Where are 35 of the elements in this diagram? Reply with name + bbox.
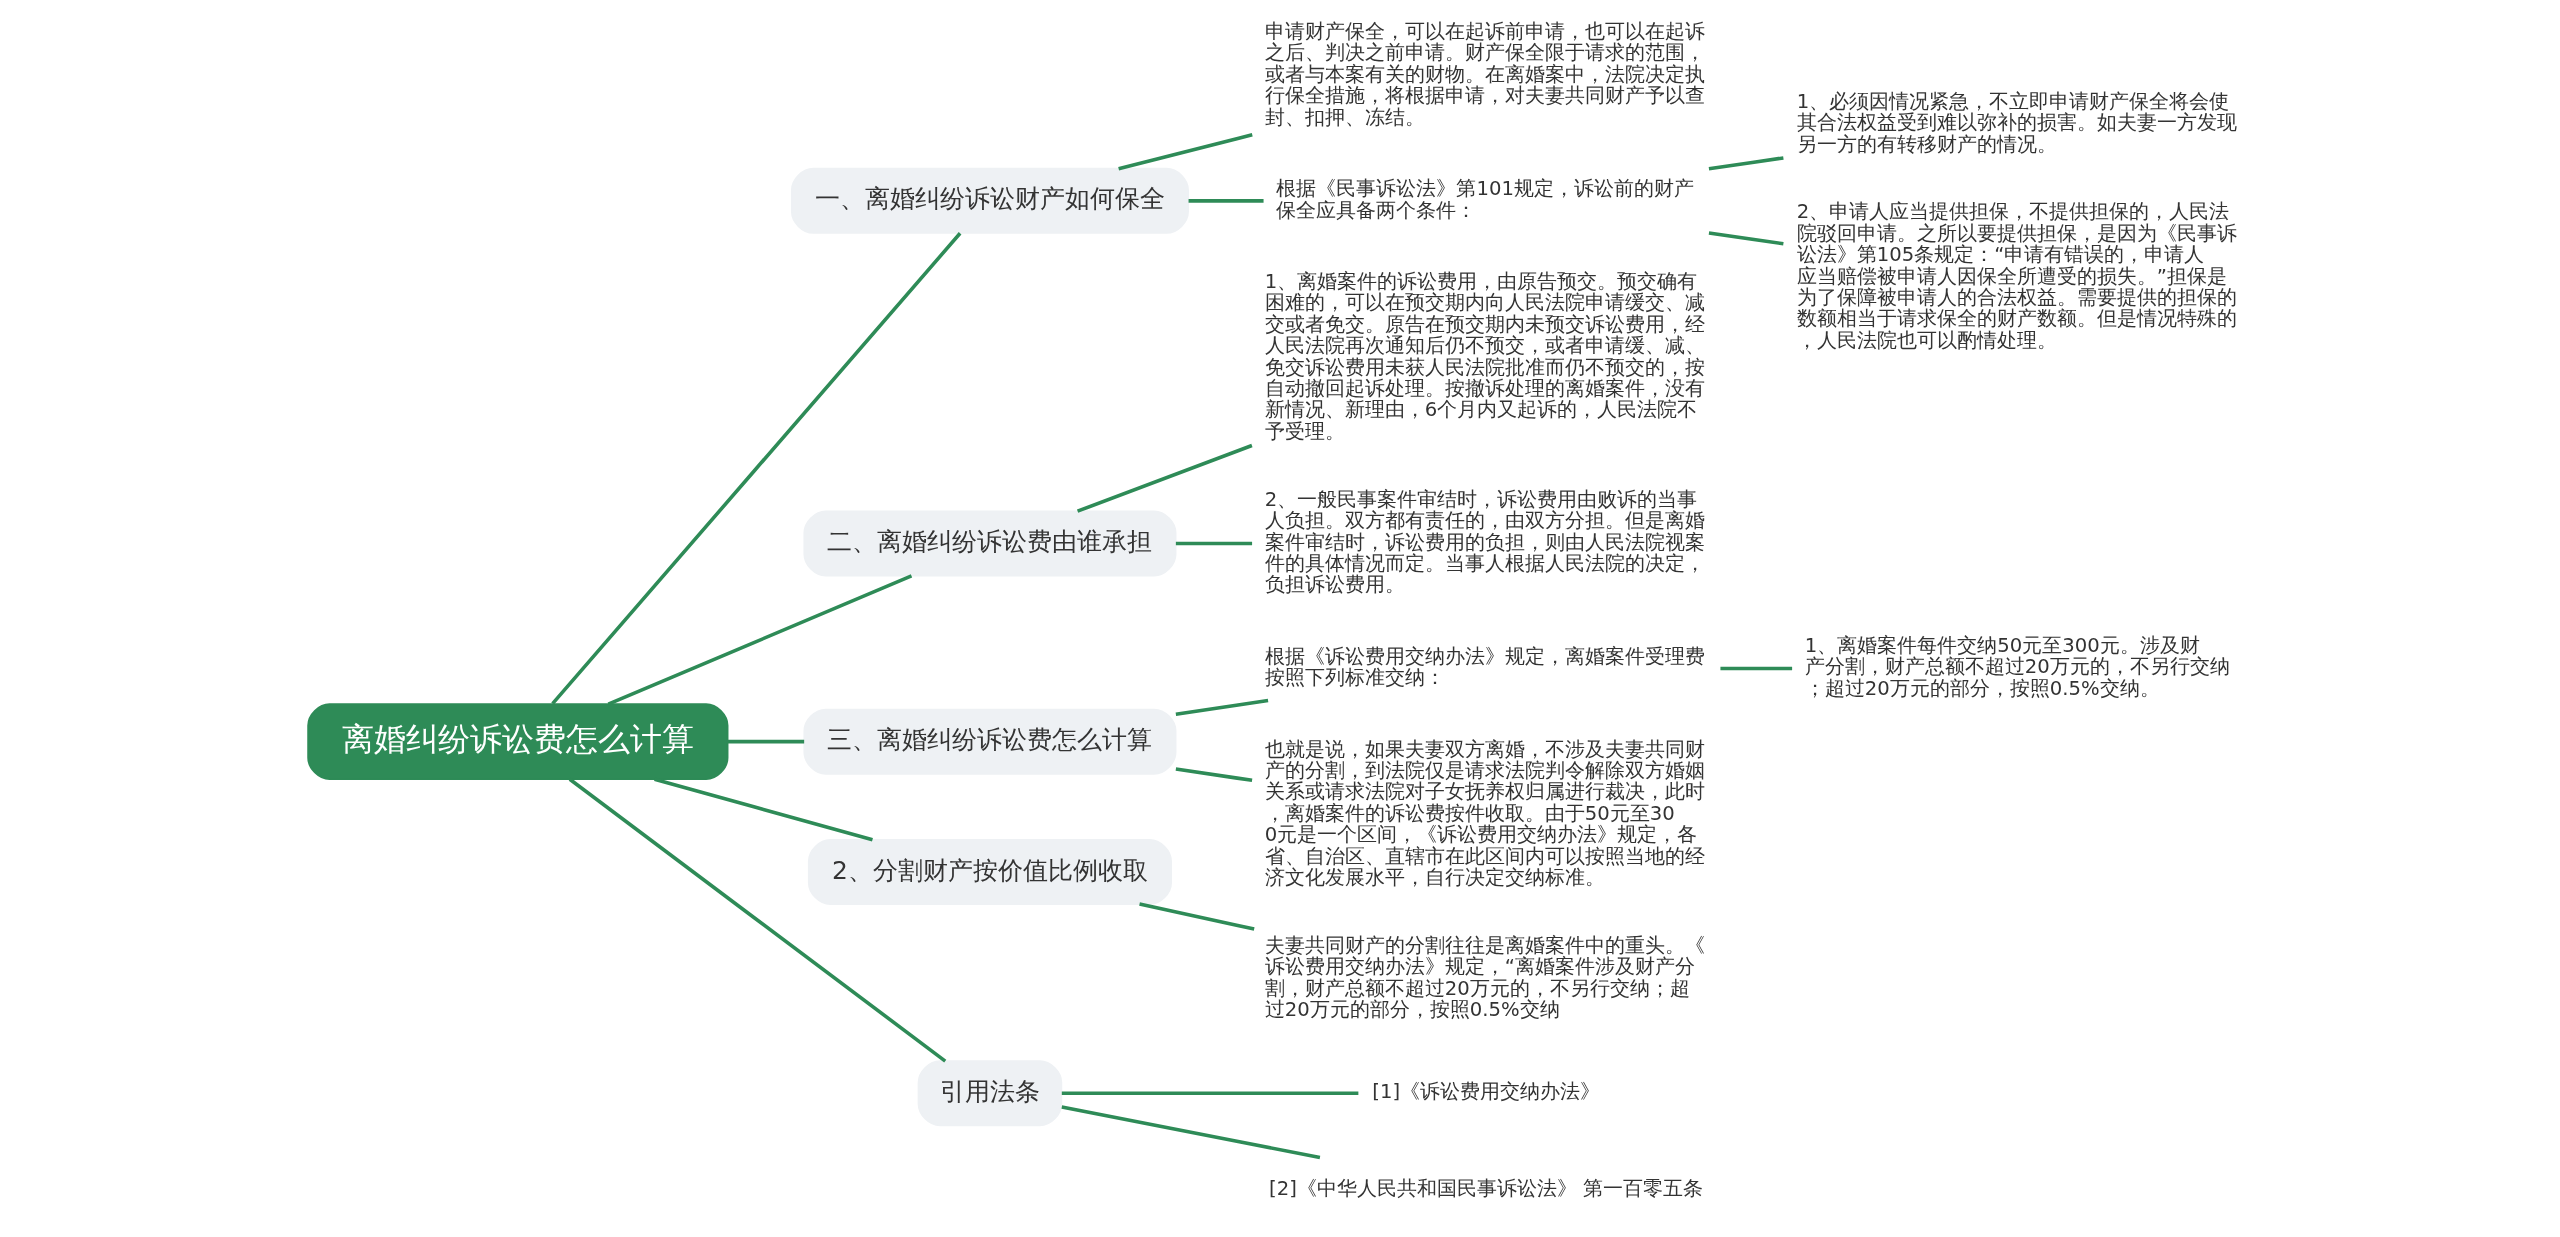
connector [727,739,805,744]
node-box: 三、离婚纠纷诉讼费怎么计算 [803,708,1177,775]
connector [1708,156,1784,171]
connector [1188,199,1264,203]
connector [1139,902,1255,931]
connector [607,574,913,706]
node-box: 二、离婚纠纷诉讼费由谁承担 [803,510,1177,577]
node-text: [1]《诉讼费用交纳办法》 [1372,1080,1601,1104]
connector [1061,1091,1359,1096]
node-box: 2、分割财产按价值比例收取 [807,838,1172,905]
node-text: 2、申请人应当提供担保，不提供担保的，人民法院驳回申请。之所以要提供担保，是因为《民事诉讼法》第105条规定：“申请有错误的，申请人应当赔偿被申请人因保全所遭受的损失。”担保是为了保障被申请人的合法权益。需要提供的担保的数额相当于请求保全的财产数额。但是情况特殊的，人民法院也可以酌情处理。 [1796,200,2237,352]
node-box: 一、离婚纠纷诉讼财产如何保全 [790,167,1189,234]
connector [1175,698,1269,717]
connector [1118,133,1253,171]
connector [1076,443,1253,513]
node-text: 1、离婚案件每件交纳50元至300元。涉及财产分割，财产总额不超过20万元的，不另行交纳；超过20万元的部分，按照0.5%交纳。 [1804,634,2230,700]
node-text: 根据《诉讼费用交纳办法》规定，离婚案件受理费按照下列标准交纳： [1264,644,1705,690]
connector [1175,767,1253,783]
node-text: 夫妻共同财产的分割往往是离婚案件中的重头。《诉讼费用交纳办法》规定，“离婚案件涉及财产分割，财产总额不超过20万元的，不另行交纳；超过20万元的部分，按照0.5%交纳 [1264,933,1705,1022]
connector [551,232,962,705]
node-text: 2、一般民事案件审结时，诉讼费用由败诉的当事人负担。双方都有责任的，由双方分担。但是离婚案件审结时，诉讼费用的负担，则由人民法院视案件的具体情况而定。当事人根据人民法院的决定，负担诉讼费用。 [1264,487,1705,597]
connector [1061,1105,1321,1160]
node-text: [2]《中华人民共和国民事诉讼法》 第一百零五条 [1269,1176,1704,1200]
node-text: 申请财产保全，可以在起诉前申请，也可以在起诉之后、判决之前申请。财产保全限于请求的范围，或者与本案有关的财物。在离婚案中，法院决定执行保全措施，将根据申请，对夫妻共同财产予以查封、扣押、冻结。 [1264,20,1705,129]
node-text: 根据《民事诉讼法》第101规定，诉讼前的财产保全应具备两个条件： [1276,177,1694,222]
node-box: 引用法条 [917,1060,1063,1127]
node-box: 离婚纠纷诉讼费怎么计算 [307,703,729,781]
connector [1708,231,1784,246]
node-text: 1、必须因情况紧急，不立即申请财产保全将会使其合法权益受到难以弥补的损害。如夫妻一方发现另一方的有转移财产的情况。 [1796,89,2237,156]
node-text: 也就是说，如果夫妻双方离婚，不涉及夫妻共同财产的分割，到法院仅是请求法院判令解除双方婚姻关系或请求法院对子女抚养权归属进行裁决，此时，离婚案件的诉讼费按件收取。由于50元至300元是一个区间，《诉讼费用交纳办法》规定，各省、自治区、直辖市在此区间内可以按照当地的经济文化发展水平，自行决定交纳标准。 [1264,737,1705,890]
connector [1720,666,1793,671]
connector [654,777,873,842]
connector [568,777,947,1063]
node-text: 1、离婚案件的诉讼费用，由原告预交。预交确有困难的，可以在预交期内向人民法院申请缓交、减交或者免交。原告在预交期内未预交诉讼费用，经人民法院再次通知后仍不预交，或者申请缓、减、免交诉讼费用未获人民法院批准而仍不预交的，按自动撤回起诉处理。按撤诉处理的离婚案件，没有新情况、新理由，6个月内又起诉的，人民法院不予受理。 [1264,269,1705,443]
connector [1175,541,1253,546]
